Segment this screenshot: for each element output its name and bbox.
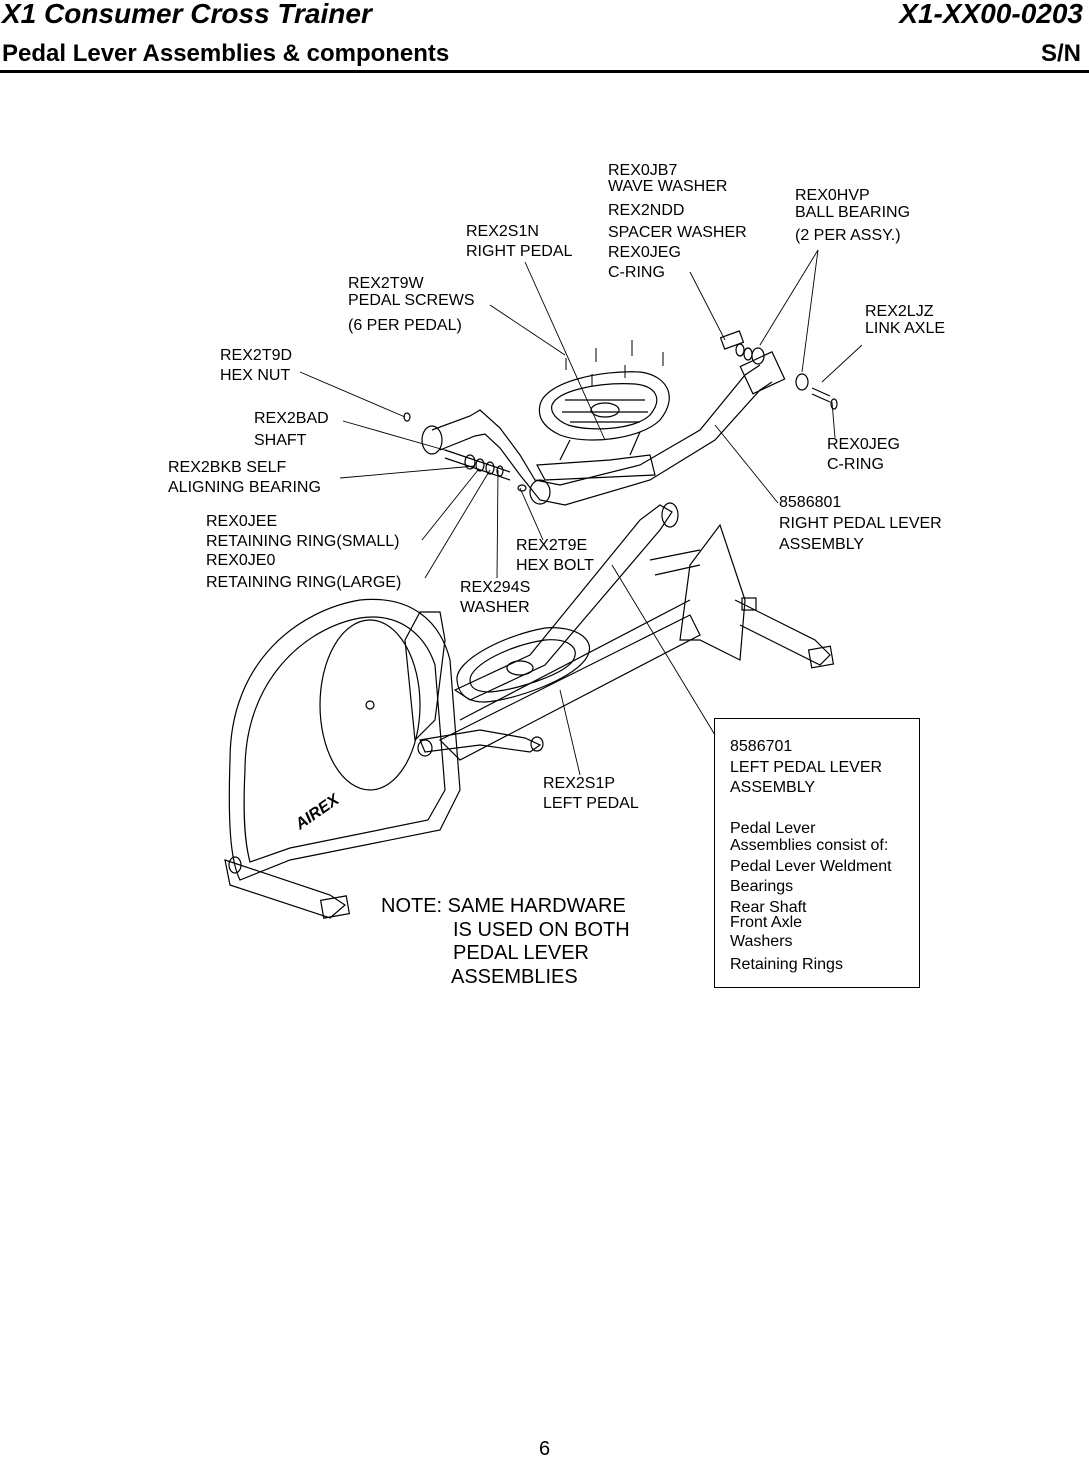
box-part-name-2: ASSEMBLY <box>730 779 816 796</box>
part-label-rex2t9e: REX2T9E HEX BOLT <box>516 537 594 574</box>
rear-hardware <box>719 330 838 410</box>
box-consist-heading-2: Assemblies consist of: <box>730 837 889 854</box>
part-label-rex2t9w: REX2T9W PEDAL SCREWS (6 PER PEDAL) <box>348 275 475 334</box>
box-item: Pedal Lever Weldment <box>730 857 892 875</box>
section-subtitle: Pedal Lever Assemblies & components <box>2 40 450 67</box>
box-item: Washers <box>730 932 793 950</box>
part-label-rex0jeg-top: REX0JEG C-RING <box>608 244 681 281</box>
front-hardware <box>403 412 527 492</box>
left-pedal-lever-assembly-box: 8586701 LEFT PEDAL LEVER ASSEMBLY Pedal … <box>714 718 920 988</box>
page-number: 6 <box>538 1438 551 1460</box>
part-label-rex0je0: REX0JE0 RETAINING RING(LARGE) <box>206 552 402 591</box>
right-pedal-lever <box>421 351 786 506</box>
part-label-rex2bad: REX2BAD SHAFT <box>254 410 329 449</box>
hardware-note: NOTE: SAME HARDWARE IS USED ON BOTH PEDA… <box>381 895 630 988</box>
right-pedal <box>538 371 670 441</box>
part-label-rex2ljz: REX2LJZ LINK AXLE <box>865 303 946 337</box>
pedal-screws <box>565 340 664 386</box>
part-label-rex0jeg-right: REX0JEG C-RING <box>827 436 900 473</box>
part-label-rex2s1p: REX2S1P LEFT PEDAL <box>543 775 639 812</box>
box-item: Front Axle <box>730 914 803 931</box>
box-item: Retaining Rings <box>730 956 843 973</box>
part-label-rex2ndd: REX2NDD SPACER WASHER <box>608 202 747 241</box>
part-label-rex0jee: REX0JEE RETAINING RING(SMALL) <box>206 513 400 550</box>
part-label-rex294s: REX294S WASHER <box>460 579 531 616</box>
document-title: X1 Consumer Cross Trainer <box>2 0 372 29</box>
box-item: Bearings <box>730 878 794 895</box>
part-label-8586801: 8586801 RIGHT PEDAL LEVER ASSEMBLY <box>779 494 942 553</box>
leader-lines <box>299 249 863 776</box>
document-number: X1-XX00-0203 <box>899 0 1083 29</box>
header-rule <box>0 70 1089 73</box>
part-label-rex2t9d: REX2T9D HEX NUT <box>220 347 293 384</box>
serial-number-label: S/N <box>1040 40 1081 67</box>
box-item: Rear Shaft <box>730 898 807 916</box>
part-label-rex0hvp: REX0HVP BALL BEARING (2 PER ASSY.) <box>795 187 911 244</box>
box-consist-heading: Pedal Lever <box>730 819 816 837</box>
part-label-rex2bkb: REX2BKB SELF ALIGNING BEARING <box>168 459 321 496</box>
part-label-rex0jb7: REX0JB7 WAVE WASHER <box>608 162 728 195</box>
box-part-name: LEFT PEDAL LEVER <box>730 758 883 776</box>
part-label-rex2s1n: REX2S1N RIGHT PEDAL <box>466 223 573 260</box>
box-part-code: 8586701 <box>730 738 793 755</box>
svg-text:AIREX: AIREX <box>292 791 344 834</box>
